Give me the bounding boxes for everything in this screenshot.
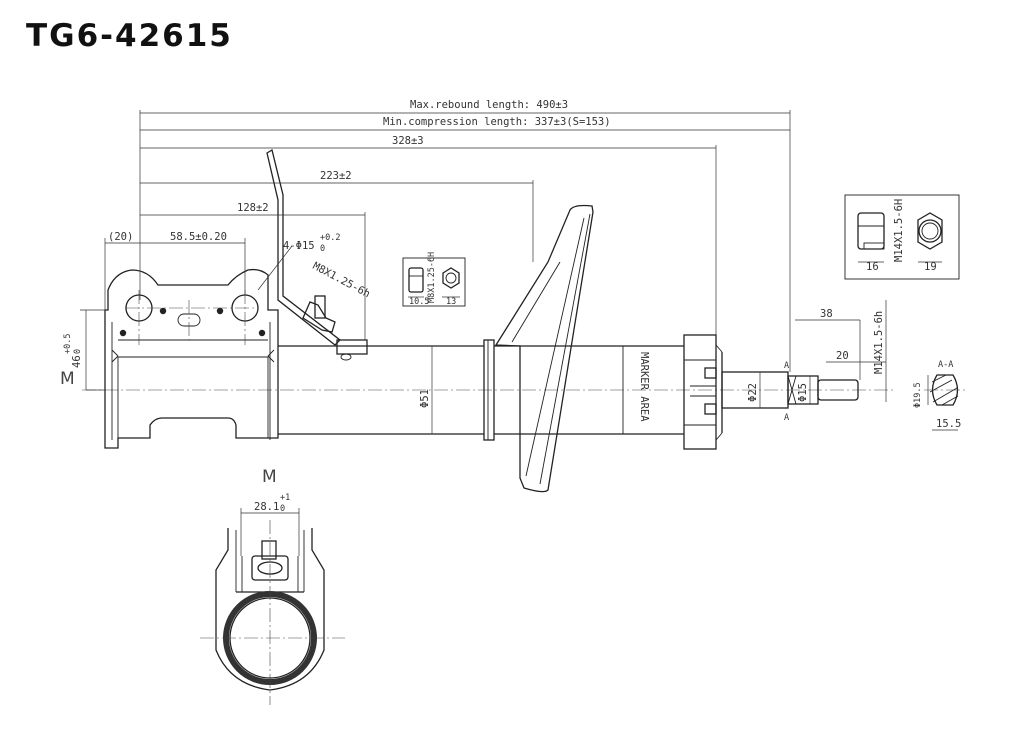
part-number-title: TG6-42615 [26,18,233,54]
section-a-top: A [784,361,789,371]
dim-46-tol-upper: +0.5 [63,334,73,354]
dim-58: 58.5±0.20 [170,231,227,243]
dim-46: 46 [71,355,83,368]
large-nut-w2: 19 [924,261,937,273]
section-aa [924,374,968,431]
view-m-title: M [262,467,277,487]
bolt-label: M8X1.25-6h [311,260,372,300]
dim-20: 20 [836,350,849,362]
shock-body-tube [278,339,684,441]
marker-area: MARKER AREA [638,352,650,422]
dim-28: 28.1 [254,501,279,513]
dim-223: 223±2 [320,170,352,182]
view-m-side: M [60,369,75,389]
knuckle-bracket [104,268,279,449]
holes-tol-lower: 0 [320,244,325,254]
small-nut-w1: 10.5 [409,297,429,307]
small-nut-w2: 13 [446,297,456,307]
dim-38: 38 [820,308,833,320]
large-nut-thread: M14X1.5-6H [893,199,905,262]
dia-51: Φ51 [419,389,431,408]
dim-28-tol-lower: 0 [280,504,285,514]
large-nut-detail [844,194,960,280]
top-cup [683,334,723,450]
large-nut-w1: 16 [866,261,879,273]
dim-46-tol-lower: 0 [73,349,83,354]
view-m-drawing [200,508,345,705]
dim-128: 128±2 [237,202,269,214]
max-rebound-label: Max.rebound length: 490±3 [410,99,568,111]
dim-155: 15.5 [936,418,961,430]
dia-15: Φ15 [797,383,809,402]
small-nut-thread: M8X1.25-6H [427,252,437,303]
dim-20-paren: (20) [108,231,133,243]
dia-22: Φ22 [747,383,759,402]
dia-195: Φ19.5 [913,382,923,408]
thread-m14: M14X1.5-6h [873,311,885,374]
hose-bracket [266,148,368,361]
dim-328: 328±3 [392,135,424,147]
min-compression-label: Min.compression length: 337±3(S=153) [383,116,611,128]
small-nut-detail [402,257,466,307]
dimension-lines [80,110,887,434]
section-aa-label: A-A [938,360,953,370]
piston-rod [721,371,859,409]
holes-label: 4-Φ15 [283,240,315,252]
dim-28-tol-upper: +1 [280,493,290,503]
section-a-bottom: A [784,413,789,423]
spring-seat [494,204,594,493]
holes-tol-upper: +0.2 [320,233,340,243]
